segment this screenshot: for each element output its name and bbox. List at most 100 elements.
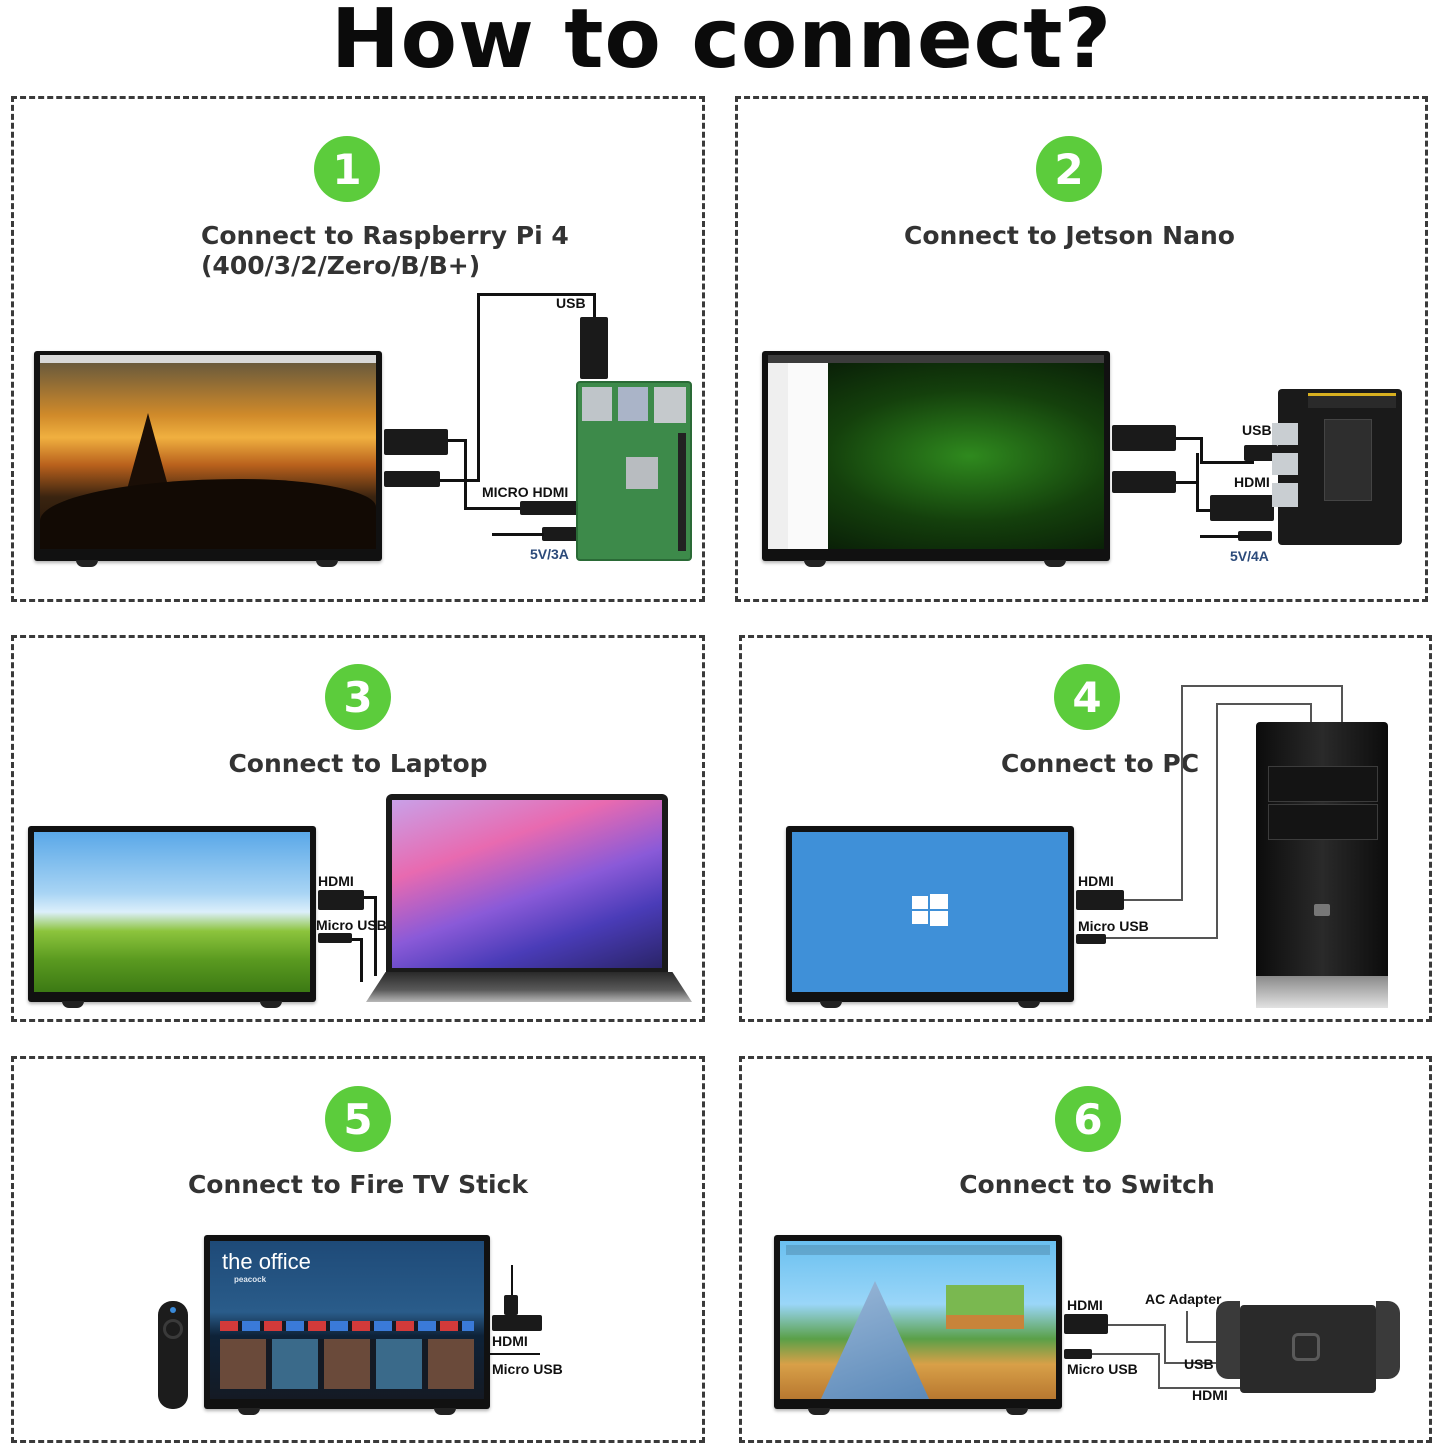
cable (374, 896, 377, 976)
step-number-3: 3 (325, 664, 391, 730)
monitor-screen-ubuntu (768, 363, 1104, 549)
label-usb: USB (1242, 422, 1272, 438)
platform (946, 1285, 1024, 1329)
panel-laptop: 3 Connect to Laptop HDMI Micro USB (11, 635, 705, 1022)
cable (1216, 703, 1312, 705)
cable (1176, 437, 1202, 440)
cable (1164, 1324, 1166, 1364)
monitor-foot (1044, 560, 1066, 567)
laptop-screen (392, 800, 662, 968)
usb-plug (1112, 471, 1176, 493)
step-number-4: 4 (1054, 664, 1120, 730)
step-number-1: 1 (314, 136, 380, 202)
windows-logo-icon (912, 894, 948, 926)
step-number-6: 6 (1055, 1086, 1121, 1152)
cable (364, 896, 376, 899)
micro-usb-plug (1076, 934, 1106, 944)
remote-control-icon (158, 1301, 188, 1409)
portable-monitor (786, 826, 1074, 1008)
gpio-header (678, 433, 686, 551)
panel-1-heading-line2: (400/3/2/Zero/B/B+) (201, 251, 481, 280)
label-usb: USB (1184, 1356, 1214, 1372)
cable (1186, 1311, 1188, 1343)
label-hdmi: HDMI (492, 1333, 528, 1349)
panel-switch: 6 Connect to Switch HDMI Micro USB AC Ad… (739, 1056, 1432, 1443)
cable (1200, 437, 1203, 463)
jetson-nano-board-icon (1272, 389, 1402, 545)
monitor-foot (238, 1408, 260, 1415)
ethernet-port (1272, 483, 1298, 507)
monitor-screen-streaming: the office peacock (210, 1241, 484, 1399)
monitor-screen-sunset (40, 363, 376, 549)
hdmi-plug (1076, 890, 1124, 910)
hdmi-plug (1210, 495, 1274, 521)
label-micro-usb: Micro USB (1067, 1361, 1138, 1377)
cable (1158, 1387, 1246, 1389)
page-title: How to connect? (330, 0, 1113, 87)
step-number-2: 2 (1036, 136, 1102, 202)
label-usb: USB (556, 295, 586, 311)
panel-3-heading: Connect to Laptop (228, 749, 488, 778)
pc-tower-icon (1256, 722, 1388, 1008)
window-titlebar (768, 355, 1104, 363)
monitor-screen-game (780, 1241, 1056, 1399)
panel-6-heading: Connect to Switch (959, 1170, 1215, 1199)
fire-tv-stick (492, 1315, 542, 1331)
hdmi-plug (1064, 1314, 1108, 1334)
cable (1186, 1341, 1216, 1343)
portable-monitor (762, 351, 1110, 567)
panel-fire-tv: 5 Connect to Fire TV Stick the office pe… (11, 1056, 705, 1443)
power-plug (542, 527, 580, 541)
label-micro-usb: Micro USB (1078, 918, 1149, 934)
cable (492, 533, 544, 536)
cable (464, 439, 467, 509)
cable (1176, 481, 1198, 484)
micro-usb-plug (1064, 1349, 1092, 1359)
cable (1124, 899, 1182, 901)
label-micro-usb: Micro USB (316, 917, 387, 933)
cable (1196, 509, 1214, 512)
show-title: the office (222, 1249, 311, 1274)
drive-bay (1268, 766, 1378, 802)
panel-2-heading: Connect to Jetson Nano (904, 221, 1235, 250)
show-network: peacock (234, 1275, 267, 1284)
usb-port-block (582, 387, 612, 421)
label-ac-adapter: AC Adapter (1145, 1291, 1222, 1307)
remote-ring (163, 1319, 183, 1339)
usb-plug (504, 1295, 518, 1315)
portable-monitor (34, 351, 382, 567)
joycon-right (1376, 1301, 1400, 1379)
cable (1158, 1353, 1160, 1389)
monitor-foot (820, 1001, 842, 1008)
step-number-5: 5 (325, 1086, 391, 1152)
heatsink (1324, 419, 1372, 501)
brand-badge (1314, 904, 1330, 916)
usb-plug (384, 471, 440, 487)
label-hdmi: HDMI (1234, 474, 1270, 490)
cable (1341, 685, 1343, 725)
label-hdmi: HDMI (318, 873, 354, 889)
monitor-foot (808, 1408, 830, 1415)
cable (1200, 535, 1240, 538)
cable (511, 1265, 513, 1297)
label-micro-hdmi: MICRO HDMI (482, 484, 569, 500)
power-plug (1238, 531, 1272, 541)
monitor-screen-grass (34, 832, 310, 992)
windows-logo-pane (912, 911, 928, 924)
usb-port-block (618, 387, 648, 421)
hdmi-plug (318, 890, 364, 910)
cable (593, 293, 596, 319)
cpu-chip (626, 457, 658, 489)
hill (820, 1281, 930, 1399)
portable-monitor (28, 826, 316, 1008)
micro-hdmi-plug (520, 501, 578, 515)
remote-button (170, 1307, 176, 1313)
drive-bay (1268, 804, 1378, 840)
cable (1106, 937, 1218, 939)
dock-logo (1292, 1333, 1320, 1361)
cable (1108, 1324, 1166, 1326)
windows-logo-pane (930, 911, 948, 926)
usb-port (1272, 423, 1298, 445)
content-tiles (220, 1339, 474, 1389)
cable (1200, 461, 1254, 464)
